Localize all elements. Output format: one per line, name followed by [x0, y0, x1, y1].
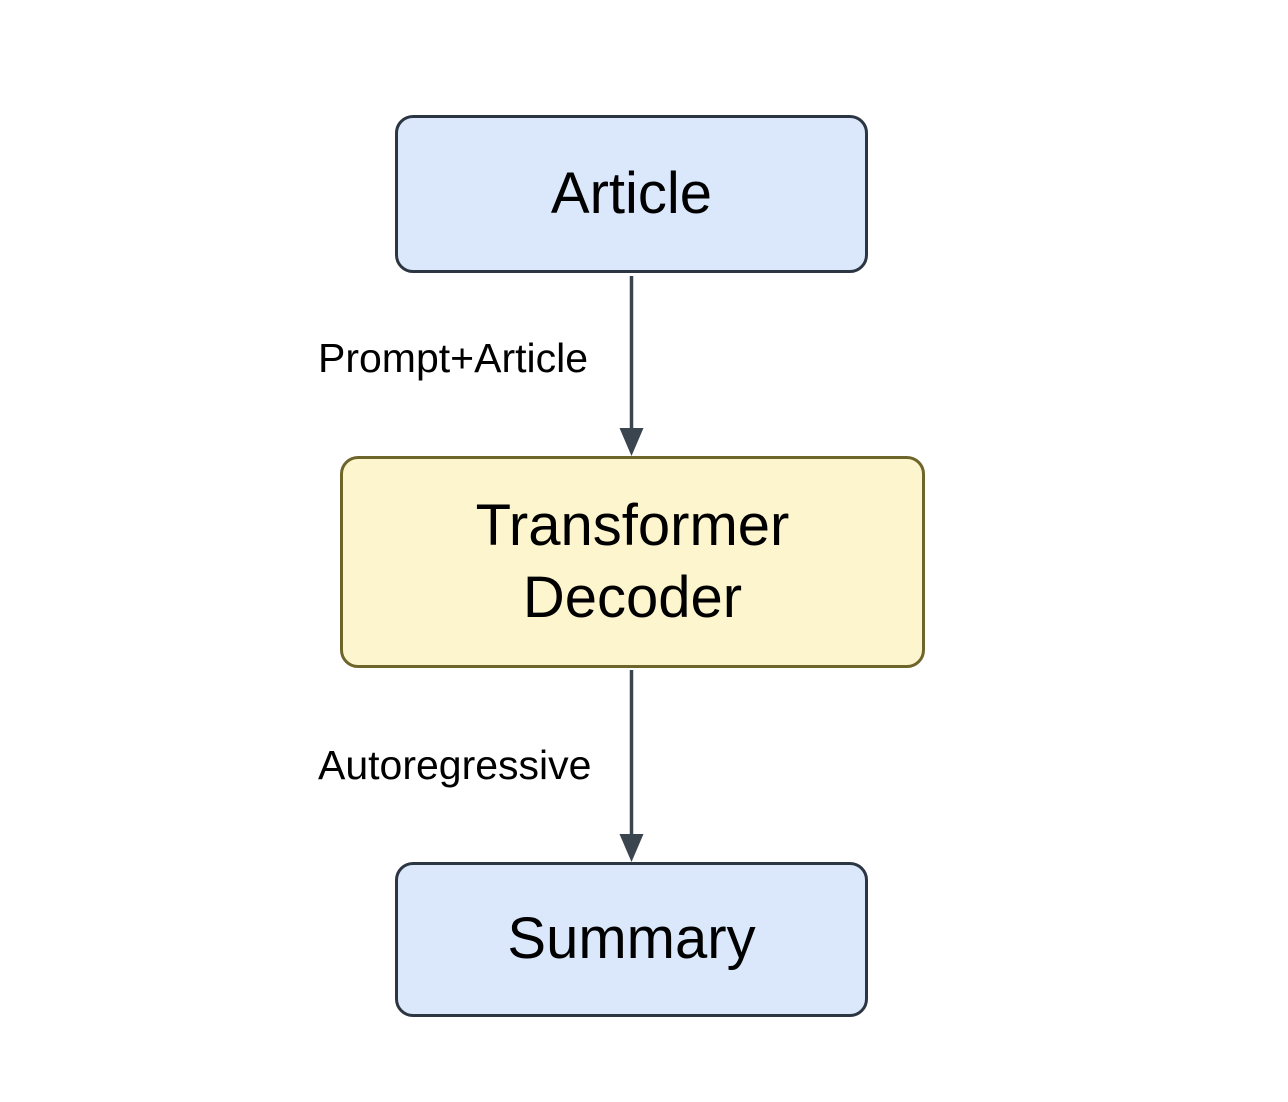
arrow-decoder-to-summary [619, 670, 644, 862]
node-article-label: Article [550, 160, 713, 226]
node-transformer-decoder: Transformer Decoder [340, 456, 925, 668]
node-summary: Summary [395, 862, 868, 1017]
node-summary-label: Summary [507, 906, 756, 972]
node-transformer-decoder-label-line2: Decoder [522, 565, 743, 630]
node-transformer-decoder-label-line1: Transformer [475, 492, 790, 558]
edge-label-autoregressive: Autoregressive [318, 742, 592, 788]
arrow-article-to-decoder [619, 276, 644, 456]
arrowhead-down-icon [619, 428, 644, 456]
edge-label-prompt-article: Prompt+Article [318, 335, 589, 381]
arrowhead-down-icon [619, 834, 644, 862]
node-article: Article [395, 115, 868, 273]
